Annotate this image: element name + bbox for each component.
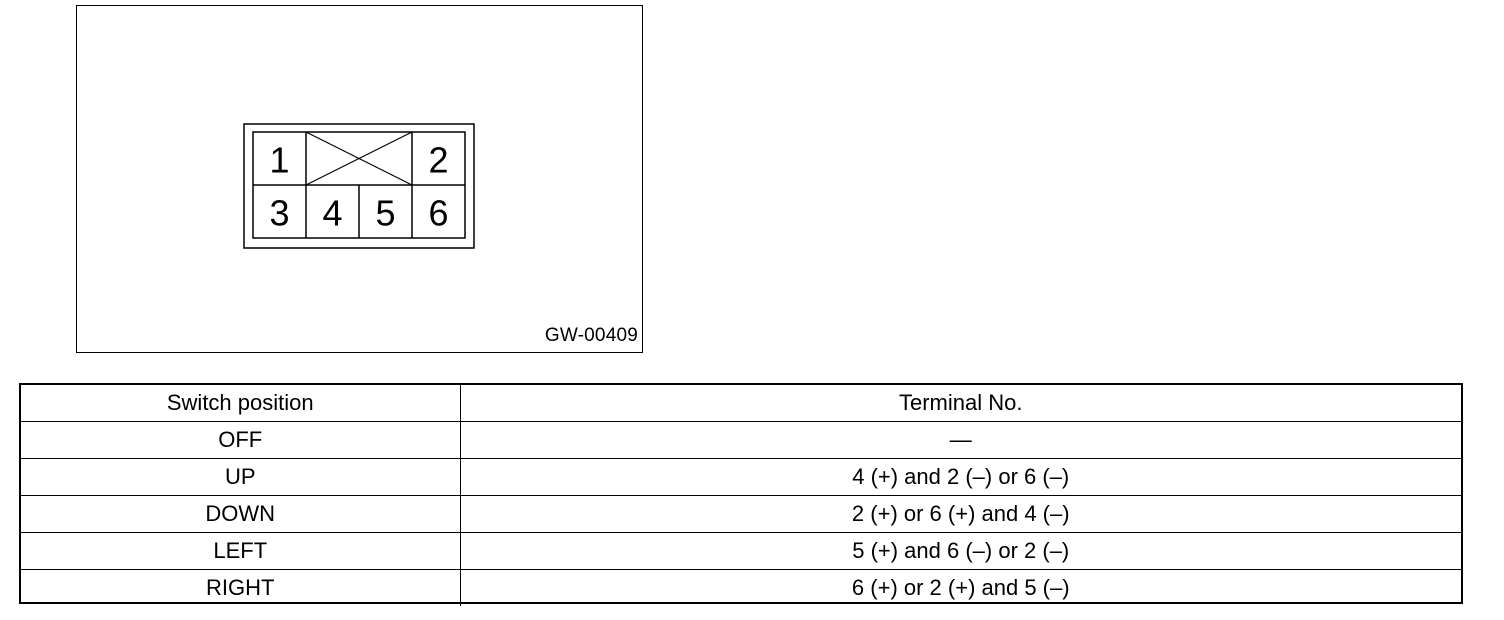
- table-row: LEFT 5 (+) and 6 (–) or 2 (–): [21, 532, 1461, 570]
- table-row: UP 4 (+) and 2 (–) or 6 (–): [21, 458, 1461, 496]
- switch-position-cell: RIGHT: [21, 569, 461, 606]
- table-header-row: Switch position Terminal No.: [21, 385, 1461, 422]
- connector-figure: 1 2 3 4 5 6 GW-00409: [76, 5, 643, 353]
- terminal-label: 5: [375, 193, 395, 234]
- terminal-cell: 5 (+) and 6 (–) or 2 (–): [459, 532, 1461, 570]
- terminal-label: 4: [322, 193, 342, 234]
- table-row: OFF —: [21, 421, 1461, 459]
- terminal-label: 1: [269, 140, 289, 181]
- terminal-cell: 2 (+) or 6 (+) and 4 (–): [459, 495, 1461, 533]
- terminal-table-wrapper: Switch position Terminal No. OFF — UP 4 …: [19, 383, 1463, 606]
- empty-cavity-cross: [305, 131, 413, 186]
- switch-position-cell: DOWN: [21, 495, 461, 533]
- header-switch-position: Switch position: [21, 385, 461, 422]
- terminal-cell: —: [459, 421, 1461, 459]
- terminal-cell: 4 (+) and 2 (–) or 6 (–): [459, 458, 1461, 496]
- table-row: DOWN 2 (+) or 6 (+) and 4 (–): [21, 495, 1461, 533]
- terminal-label: 2: [428, 140, 448, 181]
- terminal-table: Switch position Terminal No. OFF — UP 4 …: [21, 385, 1461, 606]
- switch-position-cell: OFF: [21, 421, 461, 459]
- header-terminal-no: Terminal No.: [459, 385, 1461, 422]
- figure-code: GW-00409: [544, 325, 638, 346]
- terminal-label: 3: [269, 193, 289, 234]
- connector-diagram: 1 2 3 4 5 6: [243, 123, 475, 249]
- connector-outer-housing: [243, 123, 475, 249]
- table-row: RIGHT 6 (+) or 2 (+) and 5 (–): [21, 569, 1461, 606]
- terminal-label: 6: [428, 193, 448, 234]
- terminal-cell: 6 (+) or 2 (+) and 5 (–): [459, 569, 1461, 606]
- switch-position-cell: LEFT: [21, 532, 461, 570]
- switch-position-cell: UP: [21, 458, 461, 496]
